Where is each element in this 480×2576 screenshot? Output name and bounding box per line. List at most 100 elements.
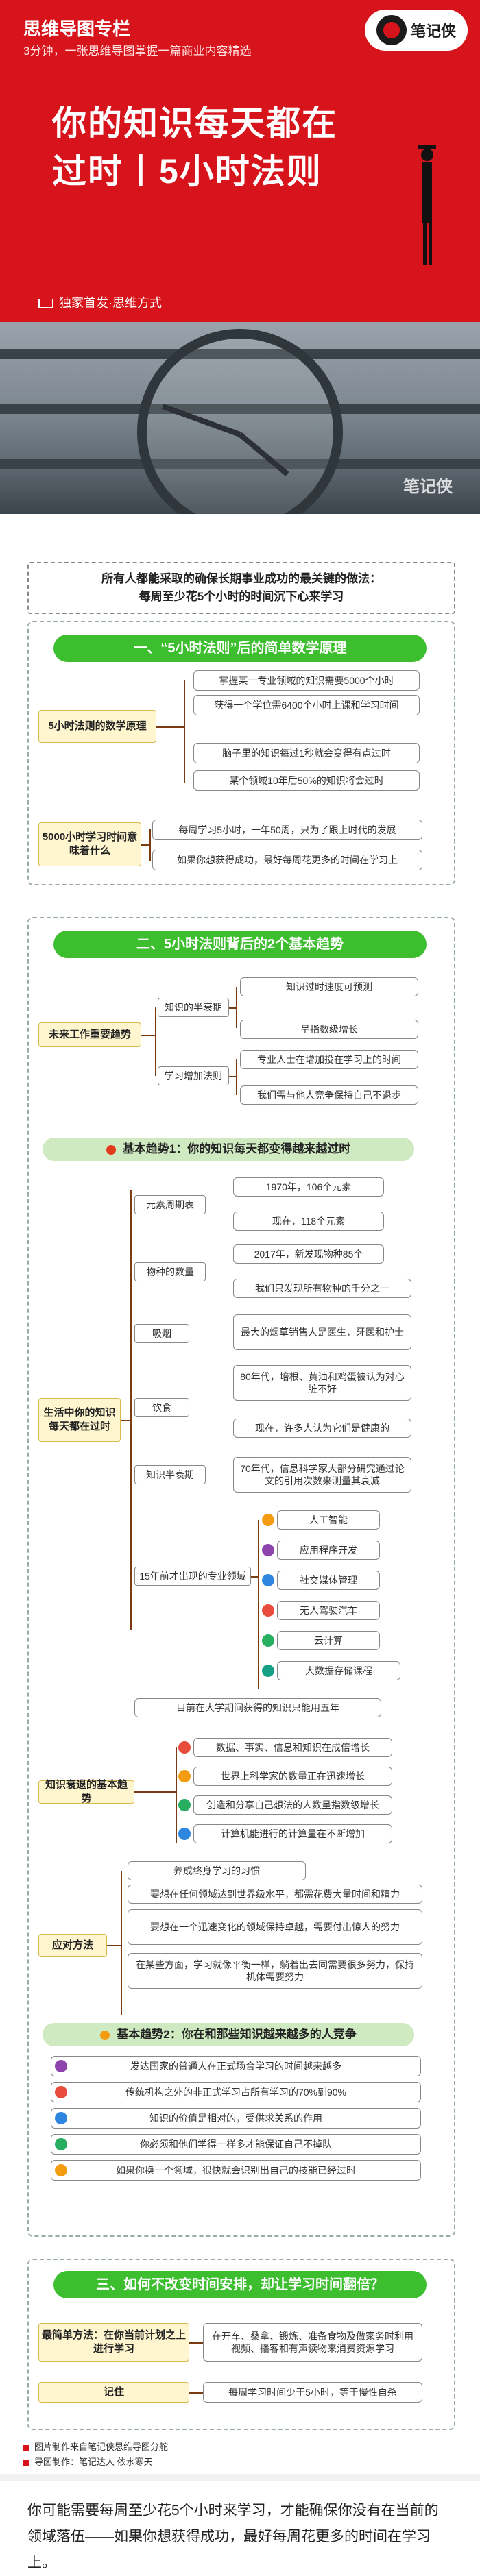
bullet-icon xyxy=(100,2030,110,2040)
s2-item: 70年代，信息科学家大部分研究通过论文的引用次数来测量其衰减 xyxy=(233,1457,411,1493)
brand-logo: 笔记侠 xyxy=(365,10,468,51)
column-title: 思维导图专栏 xyxy=(23,19,131,39)
s3-label-remember: 记住 xyxy=(38,2382,189,2403)
intro-line2: 每周至少花5个小时的时间沉下心来学习 xyxy=(139,590,344,603)
bullet-blue-icon xyxy=(178,1828,191,1840)
s2-elem-period: 元素周期表 xyxy=(134,1195,206,1214)
s2-item: 最大的烟草销售人是医生，牙医和护士 xyxy=(233,1314,411,1350)
s3-label-best: 最简单方法：在你当前计划之上进行学习 xyxy=(38,2323,189,2362)
s2-item: 养成终身学习的习惯 xyxy=(128,1861,306,1880)
s2-item: 你必须和他们学得一样多才能保证自己不掉队 xyxy=(51,2134,421,2155)
s2-field: 无人驾驶汽车 xyxy=(277,1601,380,1620)
s1-item: 某个领域10年后50%的知识将会过时 xyxy=(193,770,420,791)
trend-2-heading: 基本趋势2：你在和那些知识越来越多的人竞争 xyxy=(43,2023,414,2046)
s2-item: 我们需与他人竞争保持自己不退步 xyxy=(240,1085,418,1105)
section-2-heading: 二、5小时法则背后的2个基本趋势 xyxy=(53,931,427,958)
closing-paragraph: 你可能需要每周至少花5个小时来学习，才能确保你没有在当前的领域落伍——如果你想获… xyxy=(27,2503,439,2571)
logo-text: 笔记侠 xyxy=(410,23,456,40)
clock-photo: 笔记侠 xyxy=(0,322,480,514)
section-2-frame xyxy=(27,917,455,2237)
bullet-teal-icon xyxy=(262,1665,274,1677)
bullet-blue-icon xyxy=(55,2112,67,2124)
square-bullet-icon xyxy=(23,2460,29,2466)
divider xyxy=(0,2474,480,2481)
section-3-heading: 三、如何不改变时间安排，却让学习时间翻倍？ xyxy=(53,2271,427,2298)
s2-item: 我们只发现所有物种的千分之一 xyxy=(233,1279,411,1298)
s2-half-life-2: 知识半衰期 xyxy=(134,1465,206,1484)
s1-label-principle: 5小时法则的数学原理 xyxy=(38,710,156,743)
section-1-heading: 一、“5小时法则”后的简单数学原理 xyxy=(53,635,427,662)
bullet-orange-icon xyxy=(178,1770,191,1782)
s2-uni-item: 目前在大学期间获得的知识只能用五年 xyxy=(134,1698,381,1717)
s2-field: 应用程序开发 xyxy=(277,1541,380,1560)
intro-line1: 所有人都能采取的确保长期事业成功的最关键的做法： xyxy=(101,572,381,585)
bullet-purple-icon xyxy=(55,2060,67,2072)
s2-item: 传统机构之外的非正式学习占所有学习的70%到90% xyxy=(51,2082,421,2102)
s2-label-life: 生活中你的知识每天都在过时 xyxy=(38,1398,121,1442)
s2-field: 大数据存储课程 xyxy=(277,1661,400,1680)
logo-icon xyxy=(376,15,407,45)
photo-watermark: 笔记侠 xyxy=(403,478,453,496)
trend-1-heading: 基本趋势1：你的知识每天都变得越来越过时 xyxy=(43,1138,414,1161)
s2-item: 1970年，106个元素 xyxy=(233,1177,384,1197)
s2-item: 专业人士在增加投在学习上的时间 xyxy=(240,1050,418,1069)
s2-label-future: 未来工作重要趋势 xyxy=(38,1022,141,1047)
s2-label-method: 应对方法 xyxy=(38,1934,107,1957)
s2-species: 物种的数量 xyxy=(134,1262,206,1281)
square-bullet-icon xyxy=(23,2444,29,2451)
s1-item: 获得一个学位需6400个小时上课和学习时间 xyxy=(193,695,420,715)
s2-field: 云计算 xyxy=(277,1631,380,1650)
s1-item: 掌握某一专业领域的知识需要5000个小时 xyxy=(193,670,420,691)
header-banner: 思维导图专栏 3分钟，一张思维导图掌握一篇商业内容精选 笔记侠 你的知识每天都在… xyxy=(0,0,480,322)
s1-item: 脑子里的知识每过1秒就会变得有点过时 xyxy=(193,743,420,763)
bullet-blue-icon xyxy=(262,1574,274,1586)
s3-best-item: 在开车、桑拿、锻炼、准备食物及做家务时利用视频、播客和有声读物来消费资源学习 xyxy=(203,2323,422,2362)
credit-line: 导图制作：笔记达人 依水寒天 xyxy=(34,2457,153,2467)
s2-half-life: 知识的半衰期 xyxy=(158,998,229,1017)
bullet-green-icon xyxy=(55,2138,67,2150)
section-3-frame xyxy=(27,2259,455,2430)
bullet-red-icon xyxy=(262,1604,274,1617)
s2-item: 如果你换一个领域，很快就会识别出自己的技能已经过时 xyxy=(51,2160,421,2181)
s2-label-knowledge: 知识衰退的基本趋势 xyxy=(38,1779,134,1804)
column-subtitle: 3分钟，一张思维导图掌握一篇商业内容精选 xyxy=(23,45,252,58)
s3-remember-item: 每周学习时间少于5小时，等于慢性自杀 xyxy=(203,2382,422,2403)
s1-item: 如果你想获得成功，最好每周花更多的时间在学习上 xyxy=(152,850,422,870)
s2-smoking: 吸烟 xyxy=(134,1324,189,1343)
s2-learn-bonus: 学习增加法则 xyxy=(158,1066,229,1085)
s2-item: 现在，118个元素 xyxy=(233,1212,384,1231)
figure-silhouette-icon xyxy=(418,145,436,265)
s2-item: 要想在任何领域达到世界级水平，都需花费大量时间和精力 xyxy=(128,1885,422,1904)
article-title-line1: 你的知识每天都在 xyxy=(52,104,337,143)
s2-field15: 15年前才出现的专业领域 xyxy=(134,1567,251,1586)
s2-field: 社交媒体管理 xyxy=(277,1571,380,1590)
s1-label-5000h: 5000小时学习时间意味着什么 xyxy=(38,822,141,866)
s2-item: 数据、事实、信息和知识在成倍增长 xyxy=(193,1738,392,1757)
s2-item: 创造和分享自己想法的人数呈指数级增长 xyxy=(193,1795,392,1815)
exclusive-tag: 独家首发·思维方式 xyxy=(38,293,162,311)
section-1-frame xyxy=(27,621,455,885)
bullet-red-icon xyxy=(178,1741,191,1754)
credit-line: 图片制作来自笔记侠思维导图分舵 xyxy=(34,2442,169,2452)
article-title-line2: 过时丨5小时法则 xyxy=(52,152,322,191)
s1-item: 每周学习5小时，一年50周，只为了跟上时代的发展 xyxy=(152,820,422,840)
crown-icon xyxy=(38,299,53,309)
s2-item: 发达国家的普通人在正式场合学习的时间越来越多 xyxy=(51,2056,421,2076)
s2-item: 在某些方面，学习就像平衡一样，躺着出去同需要很多努力，保持机体需要努力 xyxy=(128,1953,422,1989)
s2-item: 世界上科学家的数量正在迅速增长 xyxy=(193,1767,392,1786)
s2-item: 呈指数级增长 xyxy=(240,1020,418,1039)
bullet-purple-icon xyxy=(262,1544,274,1556)
bullet-red-icon xyxy=(55,2086,67,2098)
s2-item: 计算机能进行的计算量在不断增加 xyxy=(193,1824,392,1843)
bullet-orange-icon xyxy=(262,1514,274,1526)
credits: 图片制作来自笔记侠思维导图分舵 导图制作：笔记达人 依水寒天 xyxy=(23,2440,168,2470)
bullet-orange-icon xyxy=(55,2164,67,2176)
s2-item: 知识的价值是相对的，受供求关系的作用 xyxy=(51,2108,421,2129)
s2-item: 2017年，新发现物种85个 xyxy=(233,1244,384,1264)
s2-diet: 饮食 xyxy=(134,1398,189,1417)
bullet-green-icon xyxy=(262,1634,274,1647)
s2-item: 现在，许多人认为它们是健康的 xyxy=(233,1419,411,1438)
s2-field: 人工智能 xyxy=(277,1510,380,1530)
intro-box: 所有人都能采取的确保长期事业成功的最关键的做法： 每周至少花5个小时的时间沉下心… xyxy=(27,562,455,614)
bullet-icon xyxy=(106,1144,116,1155)
